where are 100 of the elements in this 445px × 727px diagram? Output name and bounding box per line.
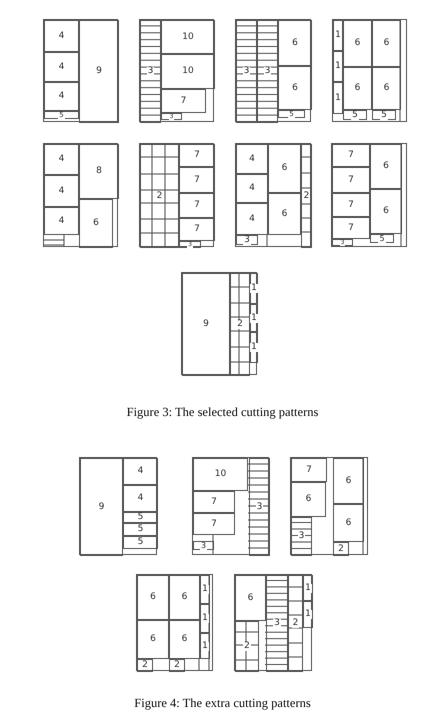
piece-number: 1 [250,284,258,293]
piece-number: 5 [136,513,144,522]
stock-piece [332,239,353,246]
piece-number: 1 [250,343,258,352]
piece-number: 6 [382,207,390,216]
piece-number: 7 [347,200,355,210]
piece-number: 7 [180,96,188,106]
piece-number: 4 [248,154,256,164]
piece-number: 2 [337,544,345,554]
piece-number: 6 [92,219,100,228]
stock-piece [370,189,402,234]
stock-piece [44,82,79,111]
stock-piece [179,144,215,167]
piece-number: 10 [181,32,195,42]
piece-number: 4 [136,494,144,503]
stock-piece [236,203,268,235]
stock-piece [123,458,158,485]
piece-number: 6 [180,635,188,644]
piece-number: 5 [351,110,359,120]
figure-caption: Figure 3: The selected cutting patterns [126,405,320,420]
piece-number: 6 [382,84,390,93]
stock-piece [169,575,200,620]
piece-number: 3 [200,542,208,550]
cutting-pattern [43,19,118,122]
piece-number: 5 [378,234,386,242]
piece-number: 3 [298,532,306,541]
stock-piece [291,517,312,556]
stock-piece [236,174,268,203]
cutting-pattern [331,143,407,247]
piece-number: 9 [98,502,106,512]
piece-number: 1 [334,31,342,40]
stock-piece [79,199,113,248]
piece-number: 6 [304,495,312,504]
cutting-pattern [181,272,257,375]
piece-number: 1 [334,62,342,71]
piece-number: 6 [280,164,288,173]
piece-number: 4 [58,155,66,164]
piece-number: 4 [58,186,66,196]
stock-piece [301,144,312,248]
piece-number: 6 [149,635,157,644]
stock-piece [235,575,266,621]
piece-number: 1 [304,610,312,619]
piece-number: 2 [156,192,164,200]
piece-number: 1 [304,584,312,592]
piece-number: 2 [141,661,149,670]
piece-number: 9 [202,320,210,329]
stock-piece [79,20,119,123]
piece-number: 3 [273,619,281,628]
stock-piece [44,52,79,82]
stock-piece [332,217,370,239]
stock-piece [44,175,79,207]
piece-number: 7 [305,466,313,474]
piece-number: 4 [58,62,66,72]
stock-piece [193,513,235,535]
stock-piece [179,167,215,193]
stock-piece [161,20,215,54]
stock-piece [236,20,257,123]
stock-piece [236,235,258,245]
piece-number: 2 [243,642,251,651]
stock-piece [370,144,402,189]
stock-piece [257,20,278,123]
stock-piece [123,523,158,536]
stock-piece [79,144,119,199]
piece-number: 7 [210,520,218,528]
piece-number: 6 [291,38,299,48]
stock-piece [332,144,370,167]
stock-piece [200,575,210,604]
stock-piece [250,332,258,363]
stock-piece [303,575,313,601]
piece-number: 3 [243,236,251,244]
stock-piece [236,144,268,174]
stock-piece [44,207,79,235]
stock-piece [268,144,301,193]
stock-piece [372,110,396,120]
stock-piece [80,458,123,556]
cutting-pattern [136,574,213,671]
stock-piece [179,241,201,248]
piece-number: 4 [248,184,256,193]
piece-number: 6 [246,594,254,602]
cutting-pattern [43,143,118,247]
stock-piece [140,144,179,248]
stock-piece [235,621,259,672]
piece-number: 7 [347,176,355,184]
cutting-pattern [234,574,312,671]
stock-piece [332,167,370,193]
stock-piece [303,601,313,628]
piece-number: 7 [193,225,201,234]
stock-piece [137,659,153,672]
stock-piece [193,458,248,491]
stock-piece [333,51,343,82]
piece-number: 7 [193,201,201,210]
stock-piece [179,218,215,241]
stock-piece [333,542,349,556]
stock-piece [372,20,401,67]
cutting-pattern [332,19,407,122]
cutting-pattern [235,143,311,247]
stock-piece [278,20,312,66]
stock-piece [169,620,200,659]
piece-number: 7 [347,151,355,160]
piece-number: 1 [201,585,209,594]
